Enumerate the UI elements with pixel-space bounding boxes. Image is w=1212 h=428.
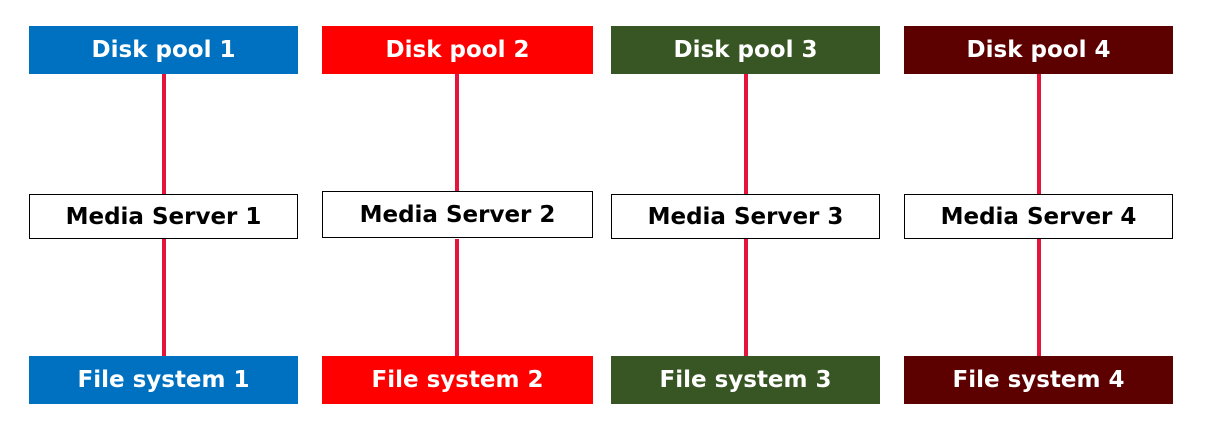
connector-pool-to-server-1 (162, 74, 166, 194)
media-server-1: Media Server 1 (29, 194, 298, 239)
file-system-3: File system 3 (611, 356, 880, 404)
media-server-3: Media Server 3 (611, 194, 880, 239)
connector-pool-to-server-4 (1037, 74, 1041, 194)
file-system-4: File system 4 (904, 356, 1173, 404)
file-system-2: File system 2 (322, 356, 593, 404)
connector-server-to-fs-4 (1037, 239, 1041, 356)
connector-pool-to-server-3 (744, 74, 748, 194)
disk-pool-1: Disk pool 1 (29, 26, 298, 74)
disk-pool-3: Disk pool 3 (611, 26, 880, 74)
connector-server-to-fs-2 (455, 239, 459, 356)
connector-server-to-fs-3 (744, 239, 748, 356)
connector-pool-to-server-2 (455, 74, 459, 194)
disk-pool-2: Disk pool 2 (322, 26, 593, 74)
media-server-4: Media Server 4 (904, 194, 1173, 239)
media-server-2: Media Server 2 (322, 191, 593, 238)
file-system-1: File system 1 (29, 356, 298, 404)
disk-pool-4: Disk pool 4 (904, 26, 1173, 74)
connector-server-to-fs-1 (162, 239, 166, 356)
